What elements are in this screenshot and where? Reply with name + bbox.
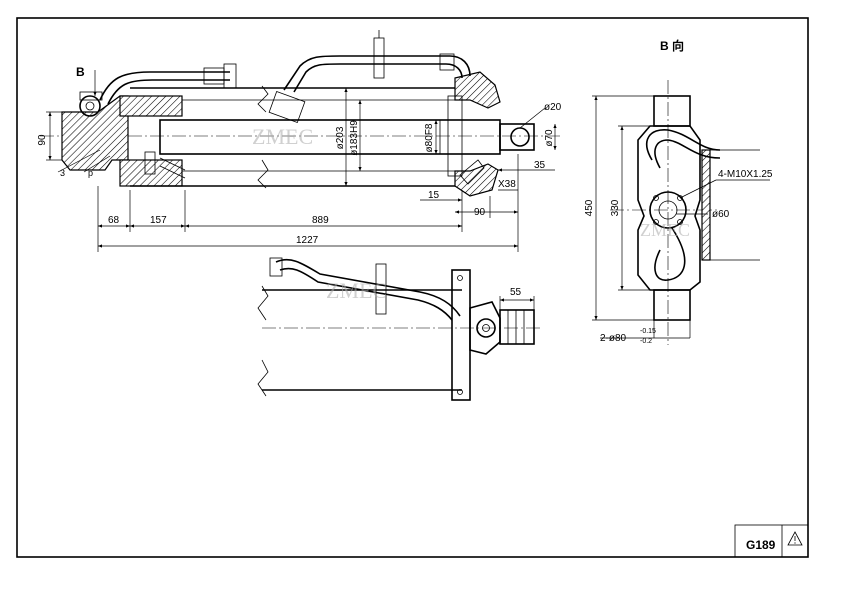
dim-157: 157	[150, 215, 167, 226]
dim-15: 15	[428, 190, 440, 201]
dim-d203: ø203	[335, 126, 346, 149]
labels: ZMEC ZMEC ZMEC B B 向 3 p 90 ø203 ø183H9 …	[37, 38, 776, 552]
dim-bore-main: 2-ø80	[600, 333, 627, 344]
watermark-lower: ZMEC	[326, 278, 387, 303]
dim-x38: X38	[498, 179, 516, 190]
dim-55: 55	[510, 287, 522, 298]
fitting-left-bottom	[144, 151, 186, 179]
arrow-label-b: B	[76, 65, 85, 79]
warning-triangle-icon	[787, 531, 803, 546]
dim-d20: ø20	[544, 102, 562, 113]
dim-bore-tol-upper: -0.15	[640, 328, 656, 335]
b-direction-view	[592, 80, 770, 345]
sheet-border	[16, 17, 809, 558]
watermark-main: ZMEC	[252, 124, 313, 149]
drawing-number: G189	[746, 538, 776, 552]
dim-d80: ø80F8	[424, 123, 435, 152]
valve-top	[268, 91, 306, 123]
dim-bore-tol-lower: -0.2	[640, 338, 652, 345]
part-number-p: p	[88, 168, 93, 178]
part-number-3: 3	[60, 168, 65, 178]
dim-330: 330	[610, 199, 621, 216]
fitting-right-bottom	[459, 159, 485, 185]
dim-thread: 4-M10X1.25	[718, 169, 773, 180]
view-label-b: B 向	[660, 38, 684, 53]
dim-68: 68	[108, 215, 120, 226]
dim-35: 35	[534, 160, 546, 171]
dim-450: 450	[584, 199, 595, 216]
dim-d70: ø70	[544, 129, 555, 147]
dim-889: 889	[312, 215, 329, 226]
dim-d60: ø60	[712, 209, 730, 220]
dim-90-bottom: 90	[474, 207, 486, 218]
dim-d183: ø183H9	[349, 120, 360, 156]
lower-partial-view	[257, 257, 540, 401]
main-section-view	[40, 30, 560, 252]
watermark-b: ZMEC	[640, 220, 690, 240]
dim-1227: 1227	[296, 235, 319, 246]
dim-90-left: 90	[37, 134, 48, 146]
